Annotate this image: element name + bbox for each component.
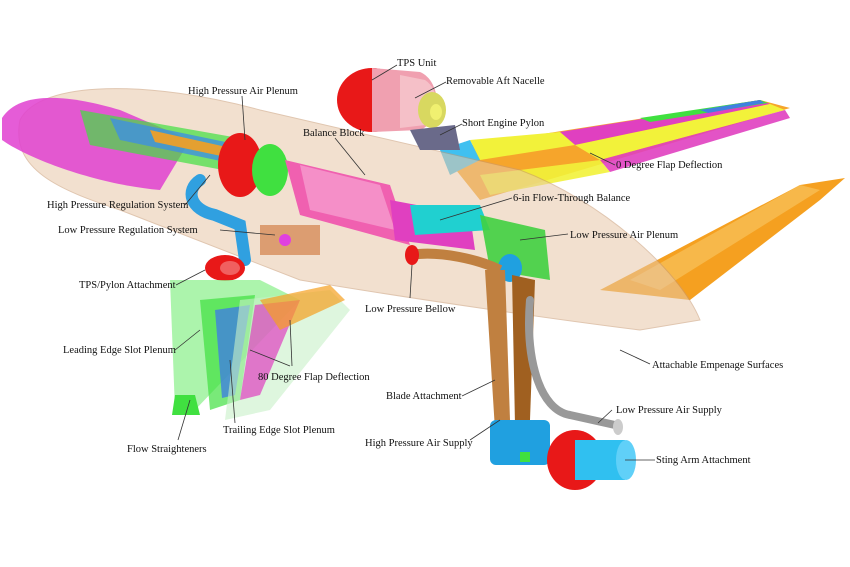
internal-components (185, 133, 550, 282)
label-low-pressure-bellow: Low Pressure Bellow (365, 304, 456, 315)
label-sting-arm-attachment: Sting Arm Attachment (656, 455, 751, 466)
sting-assembly (485, 270, 636, 490)
label-low-pressure-air-plenum: Low Pressure Air Plenum (570, 230, 678, 241)
labels: TPS Unit Removable Aft Nacelle Short Eng… (47, 58, 783, 466)
label-balance-block: Balance Block (303, 128, 365, 139)
label-low-pressure-air-supply: Low Pressure Air Supply (616, 405, 723, 416)
label-leading-edge-slot-plenum: Leading Edge Slot Plenum (63, 345, 176, 356)
label-high-pressure-air-plenum: High Pressure Air Plenum (188, 86, 298, 97)
label-zero-degree-flap: 0 Degree Flap Deflection (616, 160, 723, 171)
leader-lines (174, 64, 655, 461)
label-removable-aft-nacelle: Removable Aft Nacelle (446, 76, 545, 87)
label-low-pressure-regulation-system: Low Pressure Regulation System (58, 225, 198, 236)
label-trailing-edge-slot-plenum: Trailing Edge Slot Plenum (223, 425, 335, 436)
label-eighty-degree-flap: 80 Degree Flap Deflection (258, 372, 370, 383)
label-high-pressure-regulation-system: High Pressure Regulation System (47, 200, 188, 211)
left-wing (170, 280, 350, 420)
label-attachable-empenage-surfaces: Attachable Empenage Surfaces (652, 360, 783, 371)
label-flow-through-balance: 6-in Flow-Through Balance (513, 193, 631, 204)
engine-nacelle (337, 68, 460, 150)
label-short-engine-pylon: Short Engine Pylon (462, 118, 545, 129)
tps-pylon-attachment (205, 255, 245, 281)
label-flow-straighteners: Flow Straighteners (127, 444, 207, 455)
label-tps-unit: TPS Unit (397, 58, 436, 69)
label-blade-attachment: Blade Attachment (386, 391, 462, 402)
label-high-pressure-air-supply: High Pressure Air Supply (365, 438, 473, 449)
label-tps-pylon-attachment: TPS/Pylon Attachment (79, 280, 176, 291)
